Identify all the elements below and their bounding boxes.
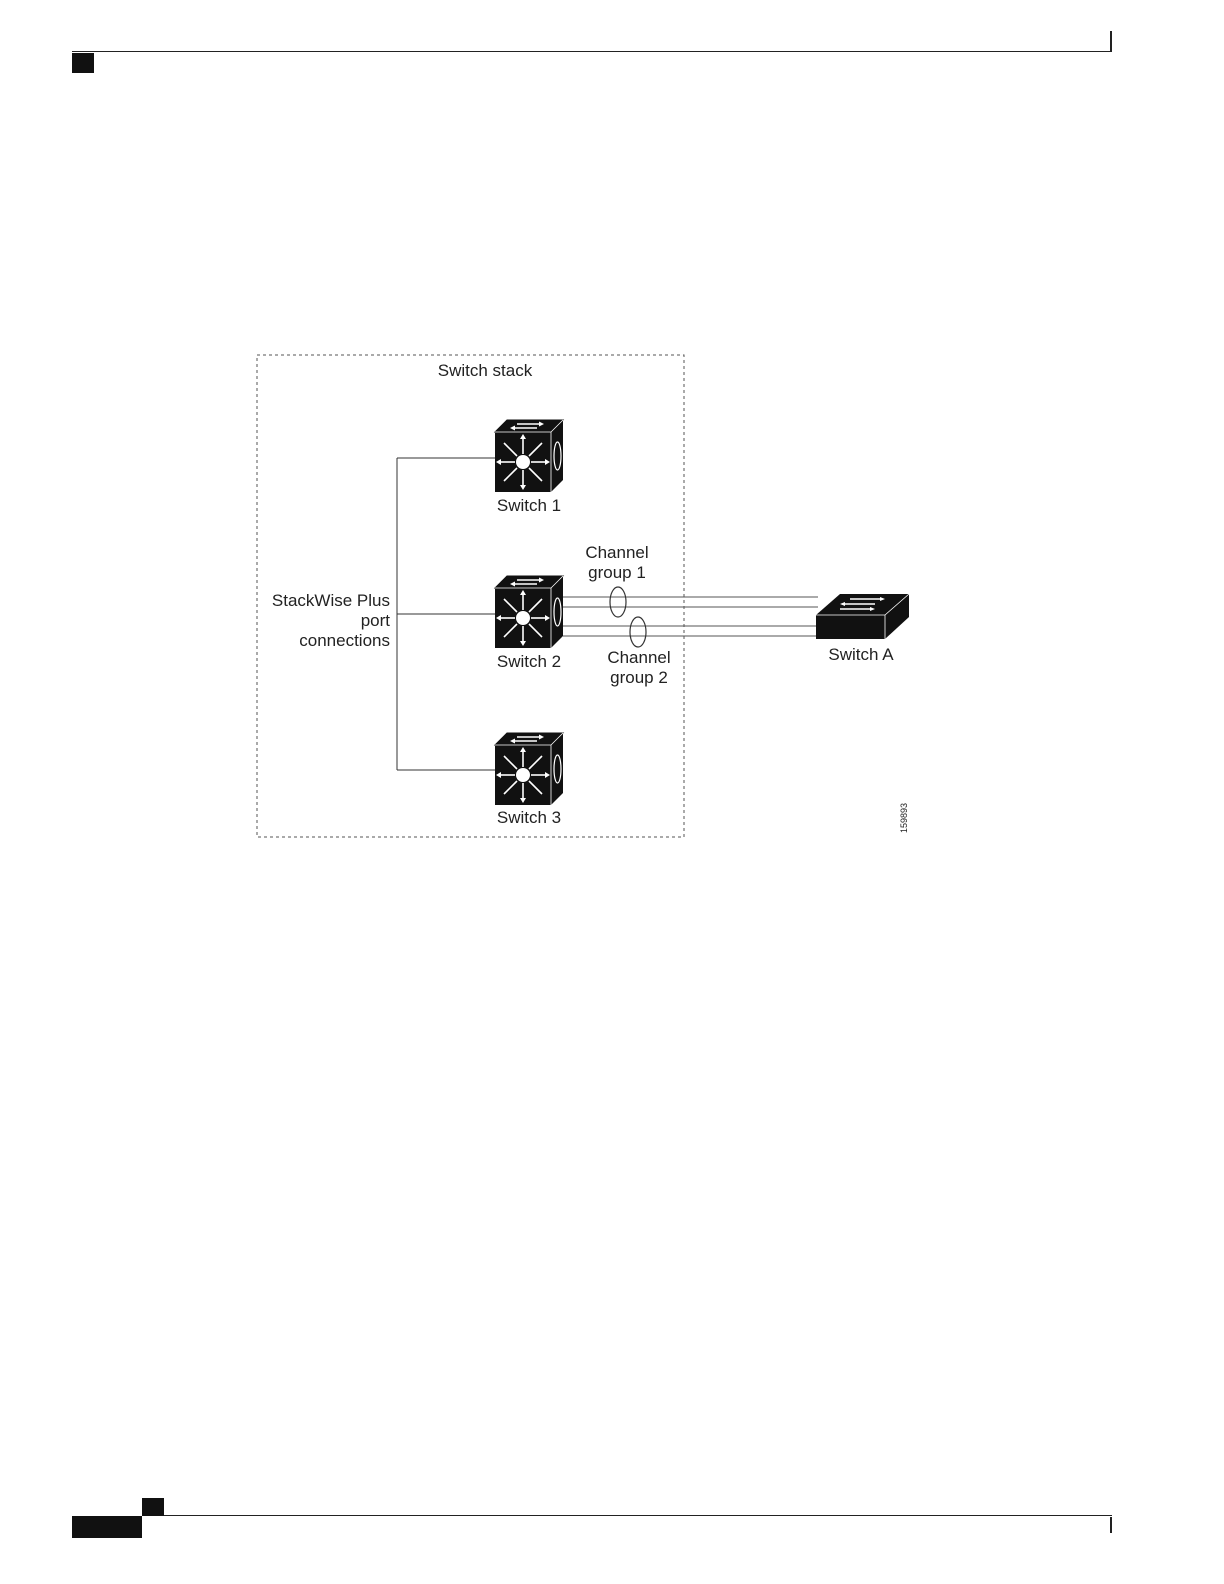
channel-group-2-label-line1: Channel [589, 648, 689, 668]
switch-2-icon [495, 576, 563, 648]
channel-links [563, 597, 818, 636]
switch-3-label: Switch 3 [470, 808, 588, 828]
stackwise-label-line1: StackWise Plus [230, 591, 390, 611]
channel-group-1-label-line2: group 1 [567, 563, 667, 583]
stackwise-label-line3: connections [230, 631, 390, 651]
channel-group-1-label-line1: Channel [567, 543, 667, 563]
switch-a-icon [816, 594, 909, 639]
channel-group-2-ellipse [630, 617, 646, 647]
switch-1-icon [495, 420, 563, 492]
stack-label: Switch stack [410, 361, 560, 381]
switch-a-label: Switch A [806, 645, 916, 665]
figure-id: 159893 [899, 803, 909, 833]
stackwise-label-line2: port [230, 611, 390, 631]
channel-group-1-ellipse [610, 587, 626, 617]
channel-group-2-label-line2: group 2 [589, 668, 689, 688]
switch-2-label: Switch 2 [470, 652, 588, 672]
switch-1-label: Switch 1 [470, 496, 588, 516]
switch-3-icon [495, 733, 563, 805]
